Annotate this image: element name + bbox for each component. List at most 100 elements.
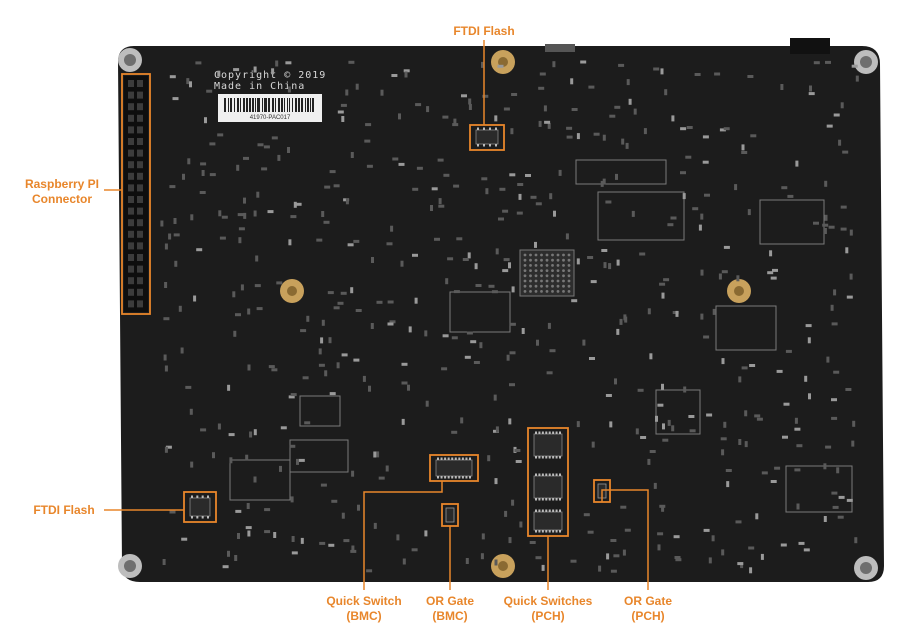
smd-component <box>544 120 551 124</box>
bga-ball <box>556 258 560 262</box>
smd-component <box>547 122 551 129</box>
bga-ball <box>562 269 565 272</box>
smd-component <box>174 260 178 267</box>
bga-ball <box>534 258 538 262</box>
smd-component <box>795 160 799 167</box>
smd-component <box>267 210 274 214</box>
smd-component <box>631 210 635 217</box>
smd-component <box>452 123 459 127</box>
smd-component <box>324 185 331 189</box>
smd-component <box>640 436 647 439</box>
smd-component <box>355 309 362 312</box>
smd-component <box>287 86 291 93</box>
smd-component <box>660 68 664 75</box>
smd-component <box>608 263 612 270</box>
smd-component <box>329 392 336 396</box>
barcode-bar <box>255 98 256 112</box>
smd-component <box>273 532 277 538</box>
smd-component <box>675 558 682 562</box>
smd-component <box>761 471 768 475</box>
smd-component <box>264 530 271 534</box>
smd-component <box>447 257 454 261</box>
smd-component <box>774 466 781 470</box>
smd-component <box>302 376 309 380</box>
smd-component <box>201 170 205 176</box>
smd-component <box>277 154 281 161</box>
smd-components <box>160 60 859 574</box>
smd-component <box>828 225 835 229</box>
smd-component <box>502 209 509 213</box>
smd-component <box>698 224 702 231</box>
smd-component <box>785 349 792 353</box>
bga-ball <box>540 274 543 278</box>
smd-component <box>362 375 366 382</box>
smd-component <box>794 417 798 424</box>
header-pin <box>128 161 134 169</box>
smd-component <box>200 428 207 432</box>
smd-component <box>673 535 680 539</box>
smd-component <box>275 60 279 67</box>
barcode-bar <box>307 98 309 112</box>
smd-component <box>333 306 340 310</box>
bga-ball <box>556 290 560 293</box>
smd-component <box>235 509 242 513</box>
smd-component <box>227 384 231 391</box>
smd-component <box>667 223 674 227</box>
smd-component <box>744 441 748 448</box>
smd-component <box>434 237 440 241</box>
board-edge-port <box>545 44 575 52</box>
smd-component <box>364 139 371 143</box>
smd-component <box>182 173 185 180</box>
header-pin <box>128 126 134 134</box>
smd-component <box>247 364 251 371</box>
bga-ball <box>551 279 554 283</box>
smd-component <box>189 408 193 415</box>
smd-component <box>468 104 472 110</box>
smd-component <box>300 329 307 333</box>
bga-ball <box>551 258 554 262</box>
bga-ball <box>534 290 538 293</box>
smd-component <box>738 439 742 445</box>
smd-component <box>306 315 310 322</box>
highlight-ftdi-flash-left <box>183 491 217 523</box>
chip-pin <box>454 476 457 479</box>
smd-component <box>271 68 275 75</box>
smd-component <box>237 213 244 217</box>
smd-component <box>243 156 249 160</box>
chip-pin <box>535 498 537 501</box>
smd-component <box>750 134 757 138</box>
smd-component <box>319 541 326 545</box>
smd-component <box>378 476 385 480</box>
bga-chip <box>519 249 575 297</box>
bga-ball <box>540 264 543 267</box>
smd-component <box>580 60 587 64</box>
smd-component <box>832 505 839 509</box>
smd-component <box>178 305 182 312</box>
chip-pin <box>207 516 209 519</box>
smd-component <box>508 262 511 269</box>
smd-component <box>222 565 229 569</box>
smd-component <box>288 239 292 246</box>
barcode-bar <box>246 98 248 112</box>
smd-component <box>633 108 637 115</box>
smd-component <box>438 198 442 205</box>
smd-component <box>647 458 651 465</box>
smd-component <box>164 282 168 288</box>
callout-quick-switch-bmc: Quick Switch (BMC) <box>314 594 414 624</box>
bga-ball <box>567 258 571 262</box>
smd-component <box>826 356 830 363</box>
chip-pin <box>437 457 439 460</box>
smd-component <box>291 551 298 555</box>
chip-pin <box>538 431 541 434</box>
smd-component <box>227 550 230 557</box>
header-pin <box>137 126 143 134</box>
bga-ball <box>534 253 538 257</box>
barcode-bar <box>249 98 251 112</box>
smd-component <box>173 218 177 224</box>
silkscreen-made-in: Made in China <box>214 81 305 92</box>
smd-component <box>587 530 594 534</box>
chip-pin <box>548 498 551 501</box>
chip-pin <box>555 431 558 434</box>
chip-pin <box>541 456 544 459</box>
smd-component <box>770 276 777 280</box>
